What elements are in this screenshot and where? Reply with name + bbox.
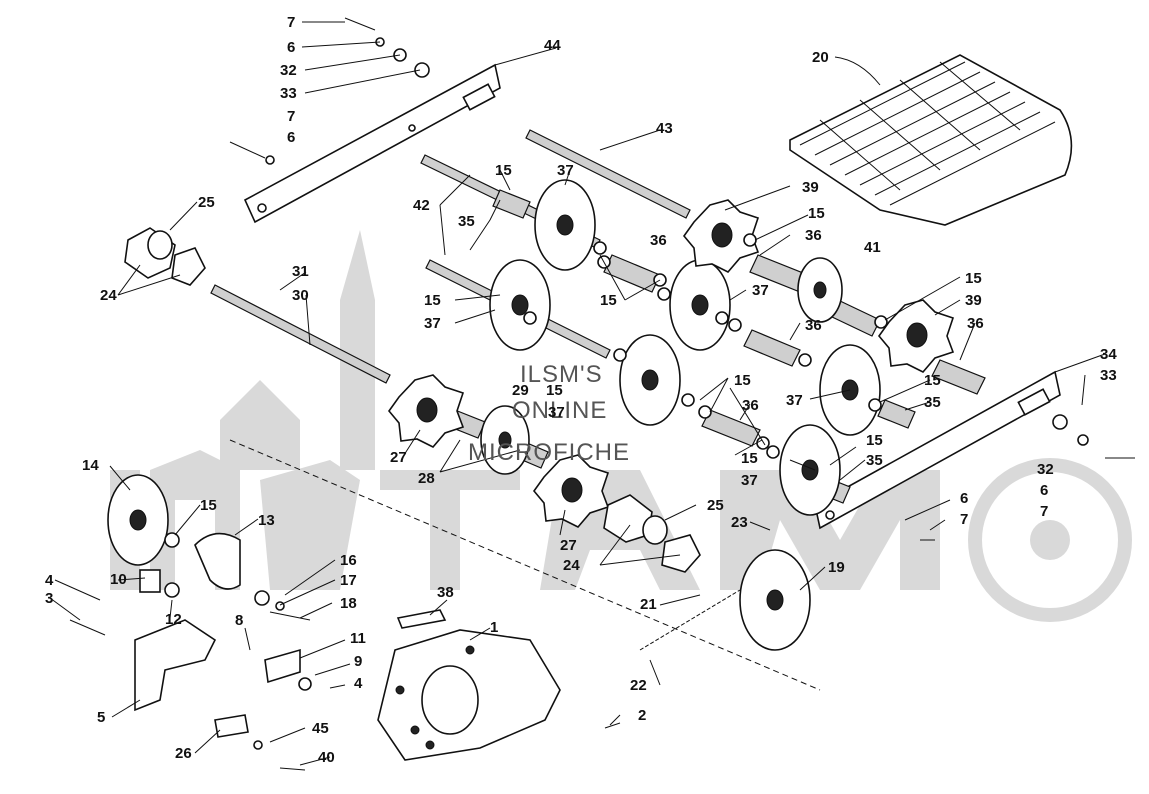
watermark-line1: ILSM'S [520, 361, 603, 388]
callout-37: 37 [557, 162, 574, 179]
callout-17: 17 [340, 572, 357, 589]
callout-16: 16 [340, 552, 357, 569]
callout-6: 6 [287, 129, 295, 146]
callout-19: 19 [828, 559, 845, 576]
callout-20: 20 [812, 49, 829, 66]
callout-4: 4 [45, 572, 54, 589]
callout-33: 33 [280, 85, 297, 102]
callout-27: 27 [560, 537, 577, 554]
callout-36: 36 [650, 232, 667, 249]
callout-23: 23 [731, 514, 748, 531]
callout-6: 6 [1040, 482, 1048, 499]
callout-28: 28 [418, 470, 435, 487]
callout-15: 15 [808, 205, 825, 222]
callout-24: 24 [563, 557, 580, 574]
callout-37: 37 [424, 315, 441, 332]
callout-39: 39 [965, 292, 982, 309]
leader-lines [49, 21, 1106, 766]
callout-25: 25 [198, 194, 215, 211]
callout-15: 15 [546, 382, 563, 399]
callout-4: 4 [354, 675, 363, 692]
callout-24: 24 [100, 287, 117, 304]
callout-15: 15 [741, 450, 758, 467]
callout-27: 27 [390, 449, 407, 466]
callout-44: 44 [544, 37, 561, 54]
callout-37: 37 [548, 404, 565, 421]
callout-35: 35 [866, 452, 883, 469]
callout-15: 15 [495, 162, 512, 179]
callout-37: 37 [752, 282, 769, 299]
callout-21: 21 [640, 596, 657, 613]
callout-7: 7 [1040, 503, 1048, 520]
callout-12: 12 [165, 611, 182, 628]
callout-37: 37 [786, 392, 803, 409]
spacers [447, 189, 986, 504]
callout-8: 8 [235, 612, 243, 629]
callout-37: 37 [741, 472, 758, 489]
callout-26: 26 [175, 745, 192, 762]
callout-34: 34 [1100, 346, 1117, 363]
callout-5: 5 [97, 709, 105, 726]
upper-rail [243, 63, 501, 224]
callout-1: 1 [490, 619, 498, 636]
callout-9: 9 [354, 653, 362, 670]
callout-15: 15 [200, 497, 217, 514]
callout-15: 15 [924, 372, 941, 389]
callout-7: 7 [960, 511, 968, 528]
watermark-line3: MICROFICHE [468, 439, 630, 466]
callout-13: 13 [258, 512, 275, 529]
callout-15: 15 [424, 292, 441, 309]
track [789, 54, 1073, 226]
drive-sprockets [387, 199, 955, 528]
lower-rail [814, 370, 1061, 530]
callout-14: 14 [82, 457, 99, 474]
callout-15: 15 [965, 270, 982, 287]
callout-36: 36 [742, 397, 759, 414]
callout-30: 30 [292, 287, 309, 304]
callout-3: 3 [45, 590, 53, 607]
callout-32: 32 [280, 62, 297, 79]
callout-40: 40 [318, 749, 335, 766]
callout-36: 36 [805, 227, 822, 244]
callout-39: 39 [802, 179, 819, 196]
callout-32: 32 [1037, 461, 1054, 478]
callout-10: 10 [110, 571, 127, 588]
callout-43: 43 [656, 120, 673, 137]
callout-2: 2 [638, 707, 646, 724]
callout-36: 36 [805, 317, 822, 334]
bearings [124, 227, 701, 573]
callout-42: 42 [413, 197, 430, 214]
callout-15: 15 [600, 292, 617, 309]
callout-29: 29 [512, 382, 529, 399]
callout-31: 31 [292, 263, 309, 280]
callout-33: 33 [1100, 367, 1117, 384]
chain-case [377, 609, 561, 761]
callout-45: 45 [312, 720, 329, 737]
callout-6: 6 [960, 490, 968, 507]
callout-35: 35 [458, 213, 475, 230]
sprocket-chain [639, 549, 811, 651]
callout-6: 6 [287, 39, 295, 56]
callout-15: 15 [734, 372, 751, 389]
brake-assembly [134, 532, 301, 738]
callout-7: 7 [287, 108, 295, 125]
callout-18: 18 [340, 595, 357, 612]
callout-36: 36 [967, 315, 984, 332]
callout-38: 38 [437, 584, 454, 601]
callout-7: 7 [287, 14, 295, 31]
callout-35: 35 [924, 394, 941, 411]
callout-15: 15 [866, 432, 883, 449]
callout-11: 11 [350, 630, 366, 647]
watermark-line2: ONLINE [512, 397, 607, 424]
watermark-text: ILSM'S ONLINE MICROFICHE [468, 361, 630, 466]
callout-25: 25 [707, 497, 724, 514]
callout-labels: 7 6 32 33 7 6 44 20 43 15 37 39 15 36 42… [45, 14, 1117, 766]
callout-41: 41 [864, 239, 881, 256]
watermark-logo [110, 230, 1132, 622]
callout-22: 22 [630, 677, 647, 694]
